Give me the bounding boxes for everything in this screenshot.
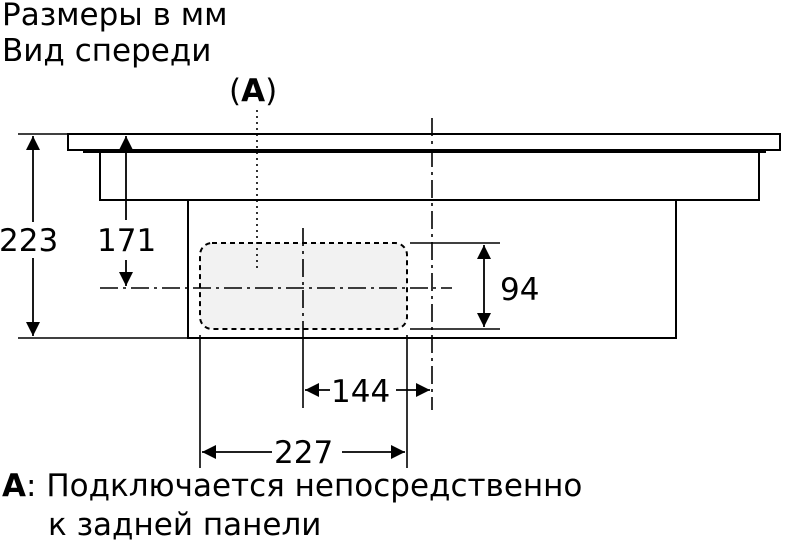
- dim-94-label: 94: [500, 272, 539, 308]
- dim-144-label-bg: [330, 372, 396, 408]
- dim-171-label: 171: [97, 223, 156, 259]
- callout-letter: A: [241, 73, 266, 109]
- hob-body: [99, 152, 760, 201]
- extension-lines: [18, 133, 500, 468]
- dim-144-label: 144: [331, 374, 390, 410]
- dim-223-label-bg: [0, 222, 68, 258]
- diagram-title-units: Размеры в мм: [2, 0, 228, 33]
- legend-note-line1: A: Подключается непосредственно: [2, 471, 582, 502]
- callout-open-paren: (: [229, 73, 242, 109]
- centerlines: [100, 110, 452, 410]
- dim-171-label-bg: [96, 222, 160, 258]
- callout-close-paren: ): [265, 73, 278, 109]
- legend-text-line1: Подключается непосредственно: [46, 468, 583, 504]
- dim-223-label: 223: [0, 223, 58, 259]
- dim-227-label: 227: [274, 435, 333, 471]
- diagram-title-view: Вид спереди: [2, 33, 212, 69]
- hob-top-plate: [67, 133, 781, 151]
- dim-227-label-bg: [272, 434, 342, 470]
- hob-frame: [83, 150, 766, 153]
- legend-separator: :: [26, 468, 37, 504]
- connection-area-box: [199, 242, 408, 330]
- legend-key: A: [2, 468, 26, 504]
- appliance-outline: [67, 133, 781, 339]
- callout-label-a: (A): [229, 76, 277, 107]
- legend-note-line2: к задней панели: [48, 507, 322, 543]
